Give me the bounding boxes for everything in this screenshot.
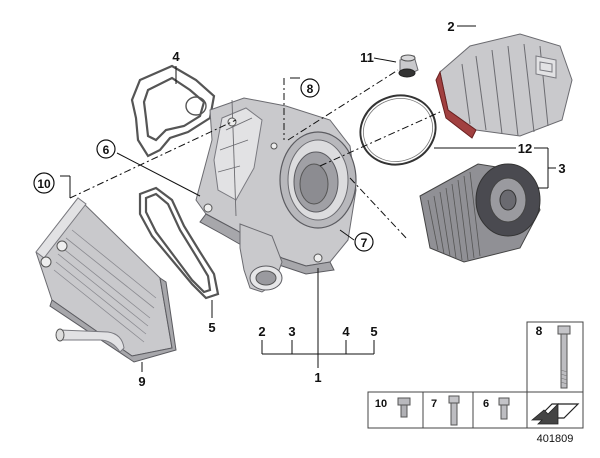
filter-housing	[195, 97, 357, 293]
callout-4[interactable]: 4	[172, 49, 180, 64]
o-ring	[359, 94, 437, 166]
gasket-lower	[138, 186, 220, 300]
plug	[398, 54, 419, 78]
bracket-5: 5	[370, 324, 377, 339]
leader-lines	[60, 25, 556, 372]
oil-cooler	[35, 197, 177, 363]
gasket-upper	[130, 64, 216, 158]
callout-11[interactable]: 11	[360, 50, 374, 65]
callout-circle-10	[33, 172, 55, 194]
callout-9[interactable]: 9	[138, 374, 145, 389]
bolt-7-icon	[448, 395, 460, 426]
callout-3[interactable]: 3	[558, 161, 565, 176]
bolt-6-icon	[498, 397, 510, 420]
callout-10[interactable]: 10	[37, 177, 51, 191]
bracket-2: 2	[258, 324, 265, 339]
callout-circle-8	[300, 78, 320, 98]
callout-1[interactable]: 1	[314, 370, 321, 385]
legend-label-8: 8	[536, 324, 543, 338]
callout-12[interactable]: 12	[518, 141, 532, 156]
legend-label-10: 10	[375, 398, 387, 410]
bolt-10-icon	[397, 397, 411, 418]
diagram-number: 401809	[537, 433, 574, 445]
reference-arrow-icon	[530, 403, 580, 425]
filter-element	[419, 163, 541, 263]
callout-8[interactable]: 8	[307, 82, 314, 96]
bracket-3: 3	[288, 324, 295, 339]
legend-label-7: 7	[431, 398, 437, 410]
bolt-8-icon	[557, 325, 571, 389]
fastener-legend: 8 10 7 6	[367, 321, 584, 429]
callout-2[interactable]: 2	[447, 19, 454, 34]
callout-circle-6	[96, 139, 116, 159]
filter-cover	[435, 33, 573, 139]
callout-6[interactable]: 6	[103, 143, 110, 157]
callout-5[interactable]: 5	[208, 320, 215, 335]
bracket-4: 4	[342, 324, 350, 339]
legend-label-6: 6	[483, 398, 489, 410]
callout-circle-7	[354, 232, 374, 252]
callout-7[interactable]: 7	[361, 236, 368, 250]
explosion-lines	[69, 69, 441, 241]
